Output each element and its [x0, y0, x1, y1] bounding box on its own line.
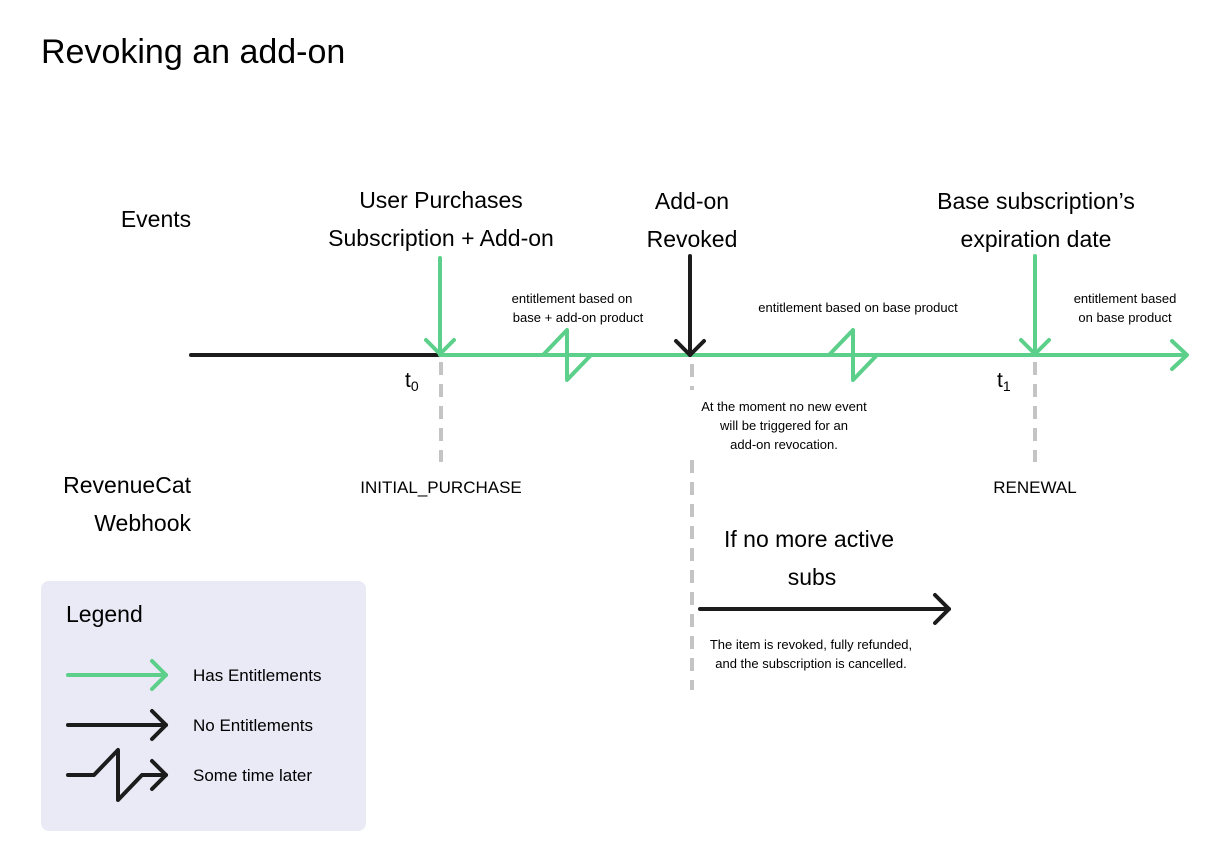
page-title: Revoking an add-on — [41, 33, 345, 71]
timeline-arrowhead — [1170, 339, 1189, 371]
webhook-event-renewal: RENEWAL — [993, 478, 1076, 497]
legend-break-arrow-line — [66, 748, 168, 802]
time-break-symbol-1 — [541, 328, 593, 382]
branch-note-line2: and the subscription is cancelled. — [715, 656, 907, 671]
milestone-expiration-label-line1: Base subscription’s — [937, 188, 1135, 214]
tick-t1: t1 — [997, 369, 1011, 394]
revocation-note-line1: At the moment no new event — [701, 399, 867, 414]
milestone-expiration-label-line2: expiration date — [961, 226, 1112, 252]
milestone-purchase-label-line2: Subscription + Add-on — [328, 225, 554, 251]
milestone-revoked-label-line2: Revoked — [647, 226, 738, 252]
legend-break-arrow-head — [150, 759, 168, 791]
legend-green-arrow-head — [150, 659, 168, 691]
revocation-note-line2: will be triggered for an — [719, 418, 848, 433]
branch-note-line1: The item is revoked, fully refunded, — [710, 637, 912, 652]
revoked-down-arrow-head — [674, 339, 706, 357]
legend-some-time-later-label: Some time later — [193, 766, 312, 785]
revocation-note-line3: add-on revocation. — [730, 437, 838, 452]
tick-t1-sub: 1 — [1003, 378, 1011, 394]
segment-1-label-line1: entitlement based on — [512, 291, 633, 306]
segment-1-label-line2: base + add-on product — [513, 310, 644, 325]
segment-2-label: entitlement based on base product — [758, 300, 958, 315]
branch-arrow-head — [933, 593, 951, 625]
webhook-event-initial-purchase: INITIAL_PURCHASE — [360, 478, 522, 497]
expiration-down-arrow-head — [1019, 338, 1051, 356]
webhook-row-label-line1: RevenueCat — [63, 472, 191, 498]
purchase-down-arrow-head — [424, 338, 456, 356]
tick-t0: t0 — [405, 369, 419, 394]
milestone-revoked-label-line1: Add-on — [655, 188, 729, 214]
events-row-label: Events — [121, 206, 191, 232]
segment-3-label-line1: entitlement based — [1074, 291, 1177, 306]
legend-background — [41, 581, 366, 831]
legend-has-entitlements-label: Has Entitlements — [193, 666, 322, 685]
branch-label-line2: subs — [788, 564, 837, 590]
legend-title: Legend — [66, 601, 143, 627]
tick-t1-main: t — [997, 369, 1003, 392]
legend-no-entitlements-label: No Entitlements — [193, 716, 313, 735]
webhook-row-label-line2: Webhook — [94, 510, 191, 536]
milestone-purchase-label-line1: User Purchases — [359, 187, 523, 213]
legend-black-arrow-head — [150, 709, 168, 741]
branch-label-line1: If no more active — [724, 526, 894, 552]
tick-t0-main: t — [405, 369, 411, 392]
time-break-symbol-2 — [827, 328, 879, 382]
segment-3-label-line2: on base product — [1078, 310, 1172, 325]
legend: Legend Has Entitlements No Entitlements … — [41, 581, 366, 831]
tick-t0-sub: 0 — [411, 378, 419, 394]
